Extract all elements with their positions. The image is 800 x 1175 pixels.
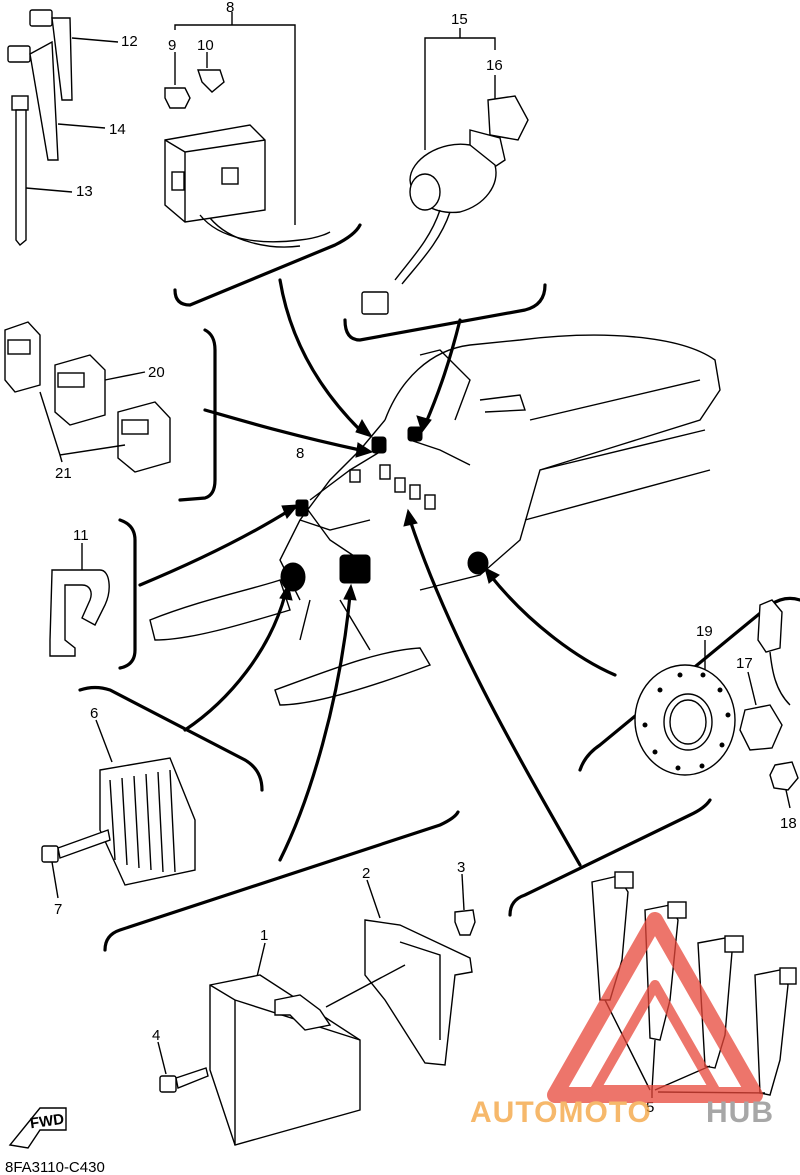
- watermark-text-b: HUB: [706, 1096, 774, 1129]
- harness-connectors: [280, 426, 489, 592]
- snowmobile-outline: [149, 334, 721, 706]
- callout-8-top: 8: [226, 0, 234, 16]
- callout-18: 18: [780, 815, 797, 832]
- callout-7: 7: [54, 901, 62, 918]
- watermark-text-a: AUTOMOTO: [470, 1096, 652, 1129]
- callout-19: 19: [696, 623, 713, 640]
- callout-5: 5: [646, 1099, 654, 1116]
- watermark: AUTOMOTO HUB: [470, 912, 774, 1129]
- callout-16: 16: [486, 57, 503, 74]
- callout-11: 11: [73, 527, 89, 544]
- fuse-box: [164, 12, 331, 248]
- callout-3: 3: [457, 859, 465, 876]
- callout-13: 13: [76, 183, 93, 200]
- callout-1: 1: [260, 927, 268, 944]
- callout-12: 12: [121, 33, 138, 50]
- callout-21: 21: [55, 465, 72, 482]
- ecu-assembly: [157, 873, 476, 1146]
- callout-8-body: 8: [296, 445, 304, 462]
- trigger-plate-holes: [642, 672, 731, 771]
- fwd-arrow: FWD: [8, 1107, 67, 1149]
- bracket: [49, 543, 110, 657]
- callout-4: 4: [152, 1027, 160, 1044]
- cable-ties: [7, 9, 119, 246]
- grouping-brackets: [78, 223, 800, 952]
- speed-sensor-assembly: [634, 599, 799, 809]
- fwd-label: FWD: [29, 1111, 65, 1133]
- callout-17: 17: [736, 655, 753, 672]
- callout-15: 15: [451, 11, 468, 28]
- callout-2: 2: [362, 865, 370, 882]
- rectifier-regulator: [41, 719, 196, 899]
- relays: [4, 321, 171, 473]
- diagram-code: 8FA3110-C430: [5, 1159, 105, 1175]
- callout-numbers: 1 2 3 4 5 6 7 8 8 9 10 11 12 13 14 15 16…: [54, 0, 797, 1116]
- callout-9: 9: [168, 37, 176, 54]
- callout-20: 20: [148, 364, 165, 381]
- callout-14: 14: [109, 121, 126, 138]
- callout-10: 10: [197, 37, 214, 54]
- leader-lines: [138, 278, 617, 867]
- main-switch: [361, 28, 529, 315]
- callout-6: 6: [90, 705, 98, 722]
